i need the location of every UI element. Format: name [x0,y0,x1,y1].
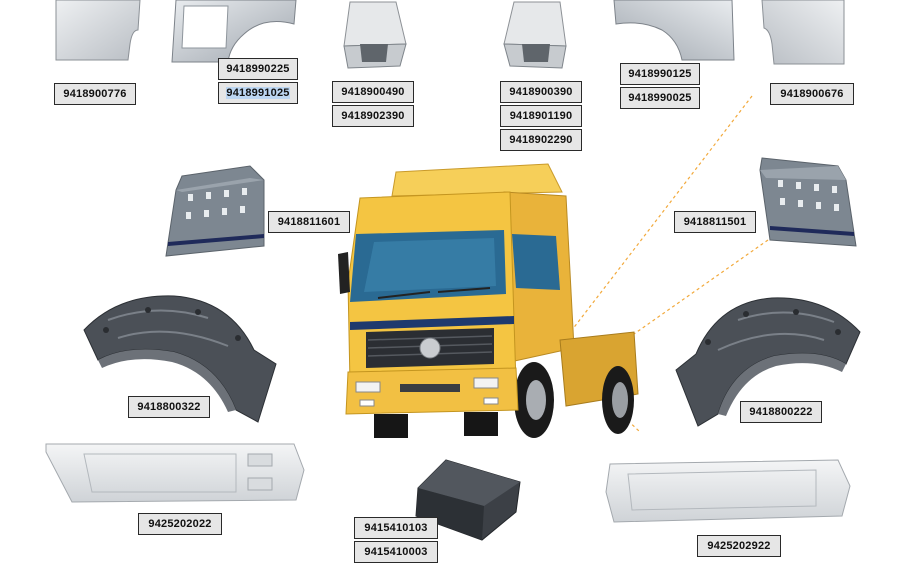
part-code-label: 9418901190 [500,105,582,127]
step-housing-left-image [343,1,407,69]
cab-side-panel-left-image [165,165,265,257]
wheel-arch-panel-right-image [613,0,735,61]
front-door-panel-right-image [761,0,845,65]
part-code-label: 9418800322 [128,396,210,418]
part-code-label: 9418902290 [500,129,582,151]
inner-mudguard-left-image [83,295,277,423]
part-code-label: 9418990225 [218,58,298,80]
front-door-panel-left-image [55,0,141,61]
side-skirt-panel-right-image [605,459,851,523]
part-code-label: 9418811501 [674,211,756,233]
part-code-label: 9418900776 [54,83,136,105]
part-code-label: 9415410003 [354,541,438,563]
part-code-label: 9418800222 [740,401,822,423]
part-code-label: 9425202022 [138,513,222,535]
step-housing-right-image [503,1,567,69]
side-skirt-panel-left-image [45,443,305,503]
inner-mudguard-right-image [675,297,861,427]
battery-cover-image [415,459,521,541]
cab-side-panel-right-image [759,157,857,247]
part-code-label: 9415410103 [354,517,438,539]
part-code-label: 9418991025 [218,82,298,104]
part-code-label: 9418900390 [500,81,582,103]
part-code-label: 9418990025 [620,87,700,109]
part-code-label: 9418811601 [268,211,350,233]
part-code-label: 9418900490 [332,81,414,103]
part-code-label: 9418900676 [770,83,854,105]
truck-image [338,163,639,438]
part-code-label: 9425202922 [697,535,781,557]
wheel-arch-panel-left-image [171,0,297,63]
part-code-label: 9418902390 [332,105,414,127]
part-code-label: 9418990125 [620,63,700,85]
